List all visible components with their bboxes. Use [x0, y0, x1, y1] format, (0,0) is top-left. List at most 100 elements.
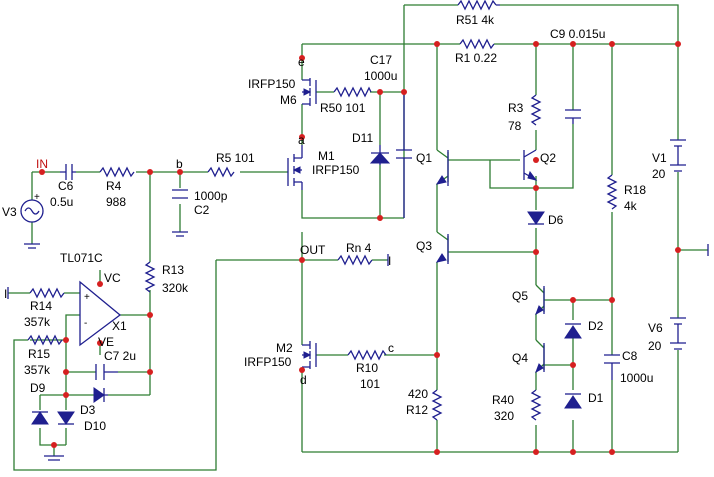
label-c9: C9 0.015u	[550, 27, 605, 41]
r12-resistor	[431, 389, 443, 421]
d2-diode	[564, 323, 582, 339]
r13-resistor	[144, 261, 156, 293]
net-e: e	[298, 55, 305, 69]
label-r1: R1 0.22	[455, 51, 497, 65]
junctions	[39, 41, 681, 455]
q1-arrow	[435, 175, 447, 185]
label-r13: R13	[162, 263, 184, 277]
d11-diode	[369, 145, 391, 165]
d1-diode	[564, 393, 582, 409]
label-r51: R51 4k	[456, 13, 495, 27]
net-a: a	[298, 133, 305, 147]
net-b: b	[176, 157, 183, 171]
d6-diode	[527, 211, 545, 225]
label-c17-value: 1000u	[364, 69, 397, 83]
label-r3-value: 78	[508, 119, 522, 133]
label-v6: V6	[648, 321, 663, 335]
net-vc: VC	[104, 271, 121, 285]
label-q5: Q5	[512, 289, 528, 303]
d9-diode	[31, 411, 49, 425]
label-m1: M1	[318, 149, 335, 163]
label-r15: R15	[28, 347, 50, 361]
r3-resistor	[530, 94, 542, 126]
c2-capacitor	[172, 189, 188, 237]
label-r5: R5 101	[216, 151, 255, 165]
label-q4: Q4	[512, 351, 528, 365]
label-m6-part: IRFP150	[248, 77, 296, 91]
label-r14-value: 357k	[24, 315, 51, 329]
label-d3: D3	[80, 403, 96, 417]
net-io-left: I	[4, 287, 7, 301]
net-io-rn: I	[388, 254, 391, 268]
label-r15-value: 357k	[24, 363, 51, 377]
label-q1: Q1	[416, 151, 432, 165]
c6-capacitor	[60, 164, 76, 180]
label-r40-value: 320	[494, 409, 514, 423]
label-d2: D2	[588, 319, 604, 333]
q5-arrow	[535, 305, 544, 316]
net-d: d	[300, 373, 307, 387]
label-c17: C17	[370, 53, 392, 67]
label-tl071: TL071C	[60, 251, 103, 265]
v1-source	[670, 139, 686, 172]
label-d11: D11	[352, 131, 373, 145]
q3-arrow	[435, 253, 447, 263]
label-q2: Q2	[540, 151, 556, 165]
label-op-plus: +	[84, 292, 90, 303]
r18-resistor	[606, 174, 618, 210]
c8-capacitor	[604, 354, 620, 380]
label-r4: R4	[106, 179, 122, 193]
label-c2-value: 1000p	[194, 189, 228, 203]
tl071-opamp	[79, 280, 122, 347]
label-d9: D9	[30, 381, 46, 395]
r51-resistor	[457, 0, 500, 11]
label-m1-part: IRFP150	[312, 163, 360, 177]
m6-mosfet	[302, 78, 317, 106]
r10-resistor	[347, 349, 387, 361]
v6-source	[670, 317, 686, 350]
label-d10: D10	[84, 419, 106, 433]
r14-resistor	[29, 287, 65, 299]
net-labels: IN b e a c d OUT VC VE I I	[4, 55, 394, 387]
label-c6-value: 0.5u	[50, 195, 73, 209]
label-r50: R50 101	[320, 101, 366, 115]
label-r12: R12	[406, 403, 428, 417]
label-r4-value: 988	[106, 195, 126, 209]
label-r14: R14	[30, 299, 52, 313]
label-v3: V3	[2, 205, 17, 219]
label-c8: C8	[622, 349, 638, 363]
label-x1: X1	[112, 319, 127, 333]
label-c2: C2	[194, 203, 210, 217]
d10-diode	[57, 411, 75, 425]
label-c8-value: 1000u	[620, 371, 653, 385]
label-d6: D6	[548, 213, 564, 227]
label-c7: C7 2u	[104, 349, 136, 363]
label-rn: Rn 4	[346, 241, 372, 255]
net-in: IN	[36, 157, 48, 171]
net-ve: VE	[98, 335, 114, 349]
r40-resistor	[530, 389, 542, 421]
r1-resistor	[459, 38, 495, 50]
net-c: c	[388, 341, 394, 355]
m1-mosfet	[287, 145, 303, 190]
label-r40: R40	[492, 393, 514, 407]
d3-diode	[93, 387, 108, 403]
label-r18-value: 4k	[624, 199, 638, 213]
label-q3: Q3	[416, 239, 432, 253]
c7-capacitor	[95, 364, 118, 380]
r50-resistor	[333, 86, 372, 98]
label-v6-value: 20	[648, 339, 662, 353]
label-m2: M2	[276, 341, 293, 355]
c17-capacitor	[396, 92, 412, 218]
label-r13-value: 320k	[162, 281, 189, 295]
label-c6: C6	[58, 179, 74, 193]
label-r12-value: 420	[408, 387, 428, 401]
c9-capacitor	[565, 109, 581, 124]
label-d1: D1	[588, 391, 604, 405]
label-op-minus: -	[84, 318, 87, 329]
q2-arrow	[527, 170, 538, 181]
net-out: OUT	[300, 243, 326, 257]
q4-arrow	[535, 363, 544, 374]
ground-left	[44, 455, 64, 461]
